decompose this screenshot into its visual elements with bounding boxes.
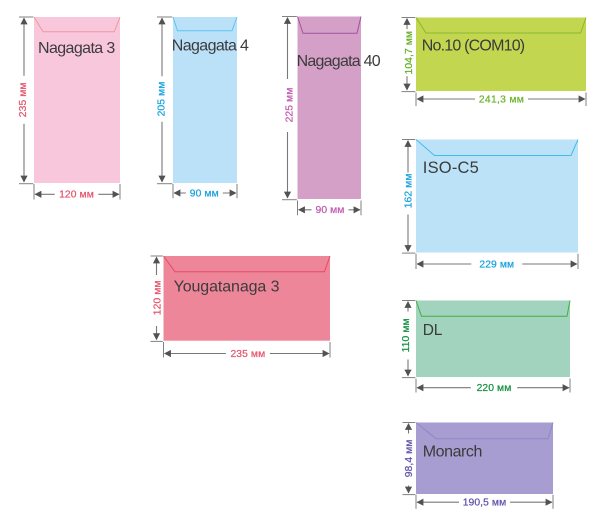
svg-text:235 мм: 235 мм xyxy=(230,349,265,360)
svg-text:Nagagata 4: Nagagata 4 xyxy=(172,38,249,55)
svg-text:241,3 мм: 241,3 мм xyxy=(479,94,524,105)
svg-text:120 мм: 120 мм xyxy=(153,280,164,315)
svg-text:235 мм: 235 мм xyxy=(18,82,29,117)
svg-text:Yougatanaga 3: Yougatanaga 3 xyxy=(174,279,280,296)
svg-text:Monarch: Monarch xyxy=(423,444,482,461)
svg-text:90 мм: 90 мм xyxy=(190,188,219,199)
svg-text:ISO-C5: ISO-C5 xyxy=(423,159,479,177)
svg-text:225 мм: 225 мм xyxy=(284,88,295,123)
svg-text:Nagagata 40: Nagagata 40 xyxy=(297,53,381,70)
svg-text:No.10 (COM10): No.10 (COM10) xyxy=(422,38,525,55)
svg-text:229 мм: 229 мм xyxy=(479,259,514,270)
svg-text:90 мм: 90 мм xyxy=(316,205,345,216)
svg-text:205 мм: 205 мм xyxy=(157,82,168,117)
svg-text:Nagagata 3: Nagagata 3 xyxy=(38,40,115,57)
svg-text:98,4 мм: 98,4 мм xyxy=(404,440,415,478)
svg-text:120 мм: 120 мм xyxy=(59,190,94,201)
svg-text:162 мм: 162 мм xyxy=(403,173,414,208)
svg-text:104,7 мм: 104,7 мм xyxy=(404,31,415,75)
svg-text:220 мм: 220 мм xyxy=(477,383,512,394)
svg-text:DL: DL xyxy=(423,322,443,339)
svg-text:110 мм: 110 мм xyxy=(401,318,412,352)
svg-text:190,5 мм: 190,5 мм xyxy=(463,498,507,509)
